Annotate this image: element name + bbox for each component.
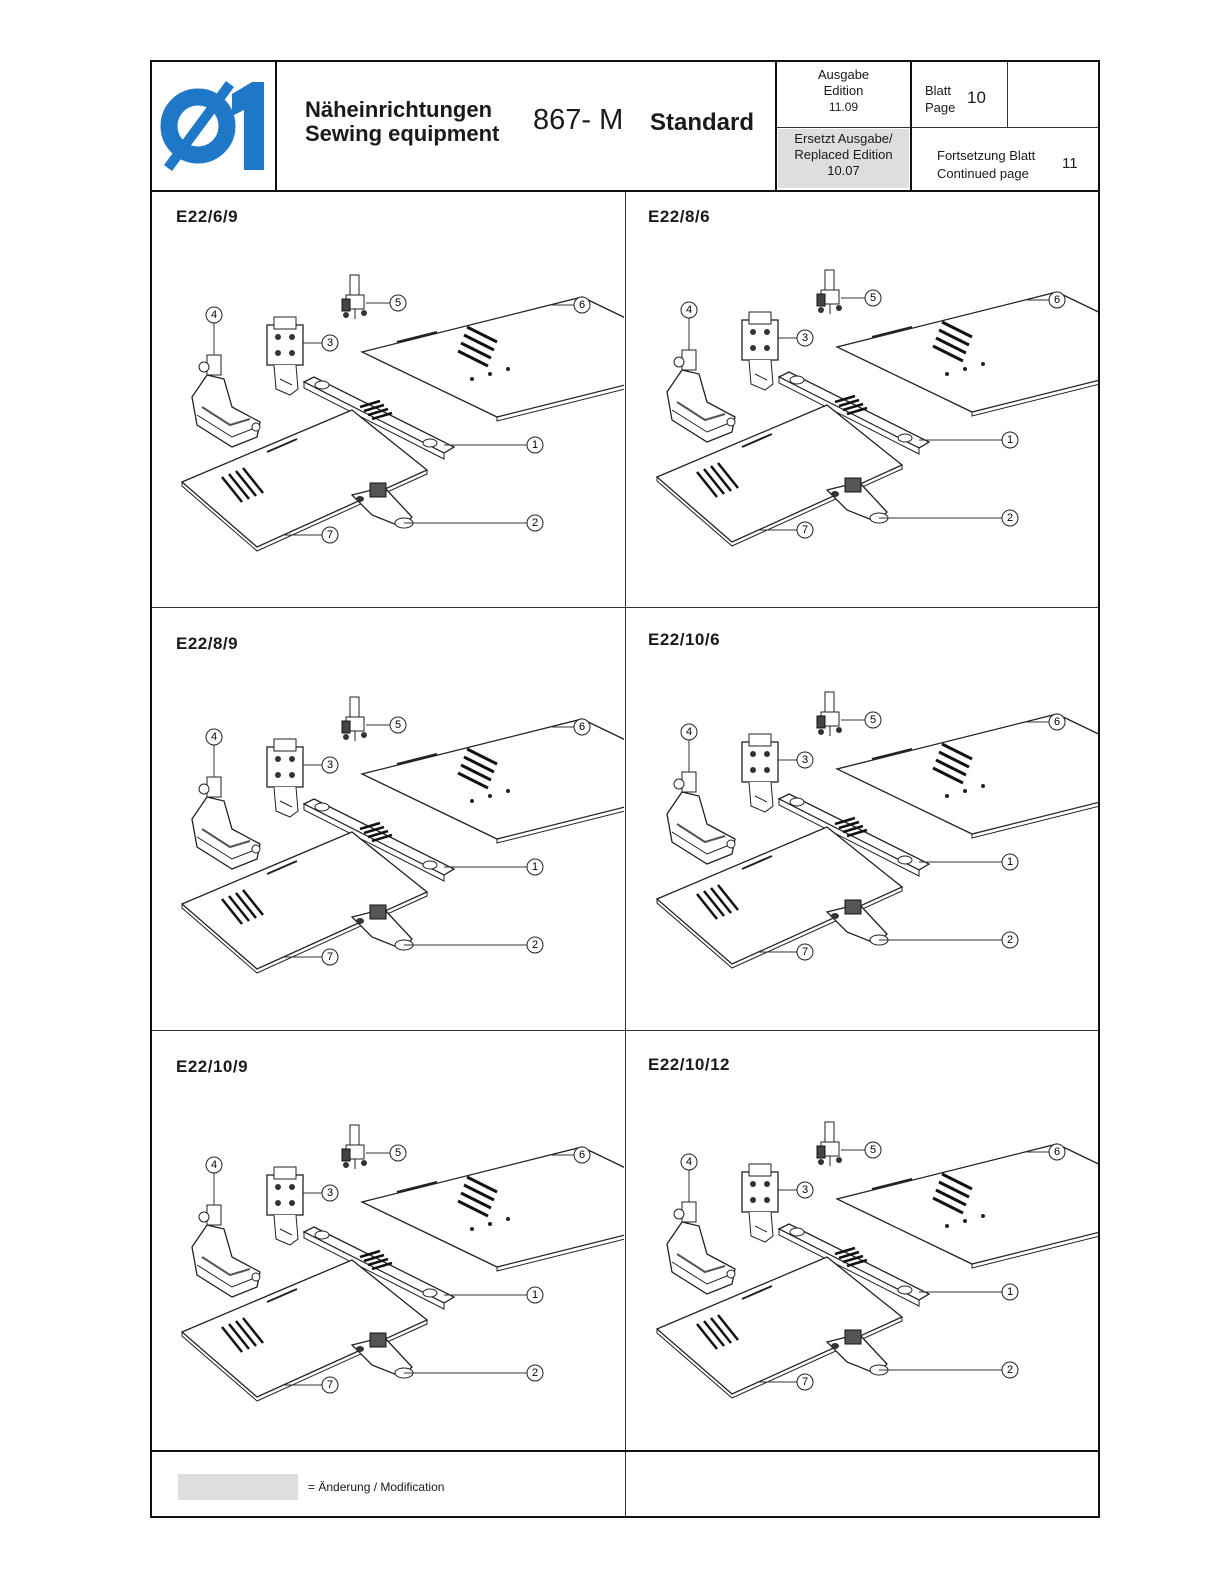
callout-5: 5 — [870, 292, 876, 304]
panel-drawing-2: 5 3 4 6 1 2 7 — [655, 268, 1098, 548]
callout-1: 1 — [1007, 1286, 1013, 1298]
callout-7: 7 — [802, 946, 808, 958]
callout-6: 6 — [579, 299, 585, 311]
panel-label-4: E22/10/6 — [648, 630, 721, 649]
callout-4: 4 — [211, 1159, 217, 1171]
callout-6: 6 — [1054, 1146, 1060, 1158]
continued-block: Fortsetzung Blatt Continued page — [937, 147, 1035, 183]
header-divider-edition-mid — [777, 127, 910, 128]
model-number: 867- M — [533, 104, 624, 136]
continued-number: 11 — [1062, 155, 1078, 172]
callout-5: 5 — [870, 714, 876, 726]
callout-4: 4 — [686, 1156, 692, 1168]
header-divider-page-right — [1007, 62, 1008, 128]
logo — [160, 72, 268, 180]
edition-label-en: Edition — [823, 83, 864, 98]
callout-6: 6 — [1054, 294, 1060, 306]
callout-2: 2 — [1007, 512, 1013, 524]
grid-center-line — [625, 192, 626, 1516]
page-number: 10 — [967, 88, 986, 107]
callout-7: 7 — [802, 524, 808, 536]
edition-label-de: Ausgabe — [817, 67, 870, 82]
callout-5: 5 — [870, 1144, 876, 1156]
callout-labels: 5 3 4 6 1 2 7 — [686, 292, 1060, 536]
modification-legend: = Änderung / Modification — [308, 1480, 445, 1494]
grid-row-line-2 — [152, 1030, 1098, 1031]
blatt-label: Blatt — [925, 83, 952, 98]
panel-drawing-6: 5 3 4 6 1 2 7 — [655, 1120, 1098, 1400]
callout-3: 3 — [802, 754, 808, 766]
grid-row-line-1 — [152, 607, 1098, 608]
modification-swatch — [178, 1474, 298, 1500]
model-variant: Standard — [650, 109, 755, 136]
header-bottom-rule — [150, 190, 1100, 192]
panel-drawing-1: 5 3 4 6 1 2 7 — [180, 273, 624, 553]
callout-labels: 5 3 4 6 1 2 7 — [211, 297, 585, 541]
callout-1: 1 — [1007, 434, 1013, 446]
edition-date: 11.09 — [828, 100, 859, 114]
callout-3: 3 — [327, 1187, 333, 1199]
callout-5: 5 — [395, 1147, 401, 1159]
page-label: Page — [925, 100, 956, 115]
callout-labels: 5 3 4 6 1 2 7 — [686, 1144, 1060, 1388]
callout-7: 7 — [327, 529, 333, 541]
callout-4: 4 — [211, 309, 217, 321]
callout-2: 2 — [1007, 934, 1013, 946]
callout-7: 7 — [327, 951, 333, 963]
callout-3: 3 — [802, 332, 808, 344]
page-block: Blatt Page — [925, 82, 955, 116]
replaced-date: 10.07 — [827, 163, 860, 178]
header-divider-edition — [775, 60, 777, 192]
callout-6: 6 — [579, 721, 585, 733]
panel-label-5: E22/10/9 — [176, 1057, 249, 1076]
callout-1: 1 — [1007, 856, 1013, 868]
callout-4: 4 — [686, 304, 692, 316]
panel-drawing-5: 5 3 4 6 1 2 7 — [180, 1123, 624, 1403]
title-de: Näheinrichtungen — [305, 97, 493, 122]
callout-7: 7 — [327, 1379, 333, 1391]
header-divider-page-mid — [912, 127, 1098, 128]
callout-5: 5 — [395, 297, 401, 309]
callout-labels: 5 3 4 6 1 2 7 — [211, 719, 585, 963]
duerkopp-logo-icon — [160, 81, 264, 171]
callout-6: 6 — [579, 1149, 585, 1161]
header-divider-logo — [275, 60, 277, 192]
callout-3: 3 — [802, 1184, 808, 1196]
callout-labels: 5 3 4 6 1 2 7 — [211, 1147, 585, 1391]
replaced-label-en: Replaced Edition — [794, 147, 893, 162]
callout-1: 1 — [532, 861, 538, 873]
replaced-label-de: Ersetzt Ausgabe/ — [794, 131, 893, 146]
continued-label-de: Fortsetzung Blatt — [937, 148, 1036, 163]
replaced-block: Ersetzt Ausgabe/ Replaced Edition 10.07 — [778, 129, 909, 188]
page-frame — [150, 60, 1100, 1518]
edition-block: Ausgabe Edition 11.09 — [777, 67, 910, 115]
callout-labels: 5 3 4 6 1 2 7 — [686, 714, 1060, 958]
callout-3: 3 — [327, 337, 333, 349]
continued-label-en: Continued page — [937, 166, 1029, 181]
callout-2: 2 — [532, 517, 538, 529]
callout-6: 6 — [1054, 716, 1060, 728]
panel-drawing-3: 5 3 4 6 1 2 7 — [180, 695, 624, 975]
callout-2: 2 — [1007, 1364, 1013, 1376]
callout-1: 1 — [532, 1289, 538, 1301]
footer-rule — [150, 1450, 1100, 1452]
panel-label-6: E22/10/12 — [648, 1055, 731, 1074]
panel-drawing-4: 5 3 4 6 1 2 7 — [655, 690, 1098, 970]
header-divider-page — [910, 60, 912, 192]
callout-5: 5 — [395, 719, 401, 731]
panel-label-1: E22/6/9 — [176, 207, 239, 226]
callout-1: 1 — [532, 439, 538, 451]
callout-2: 2 — [532, 939, 538, 951]
title-en: Sewing equipment — [305, 121, 500, 146]
callout-4: 4 — [686, 726, 692, 738]
panel-label-3: E22/8/9 — [176, 634, 239, 653]
callout-3: 3 — [327, 759, 333, 771]
callout-4: 4 — [211, 731, 217, 743]
callout-2: 2 — [532, 1367, 538, 1379]
callout-7: 7 — [802, 1376, 808, 1388]
panel-label-2: E22/8/6 — [648, 207, 711, 226]
